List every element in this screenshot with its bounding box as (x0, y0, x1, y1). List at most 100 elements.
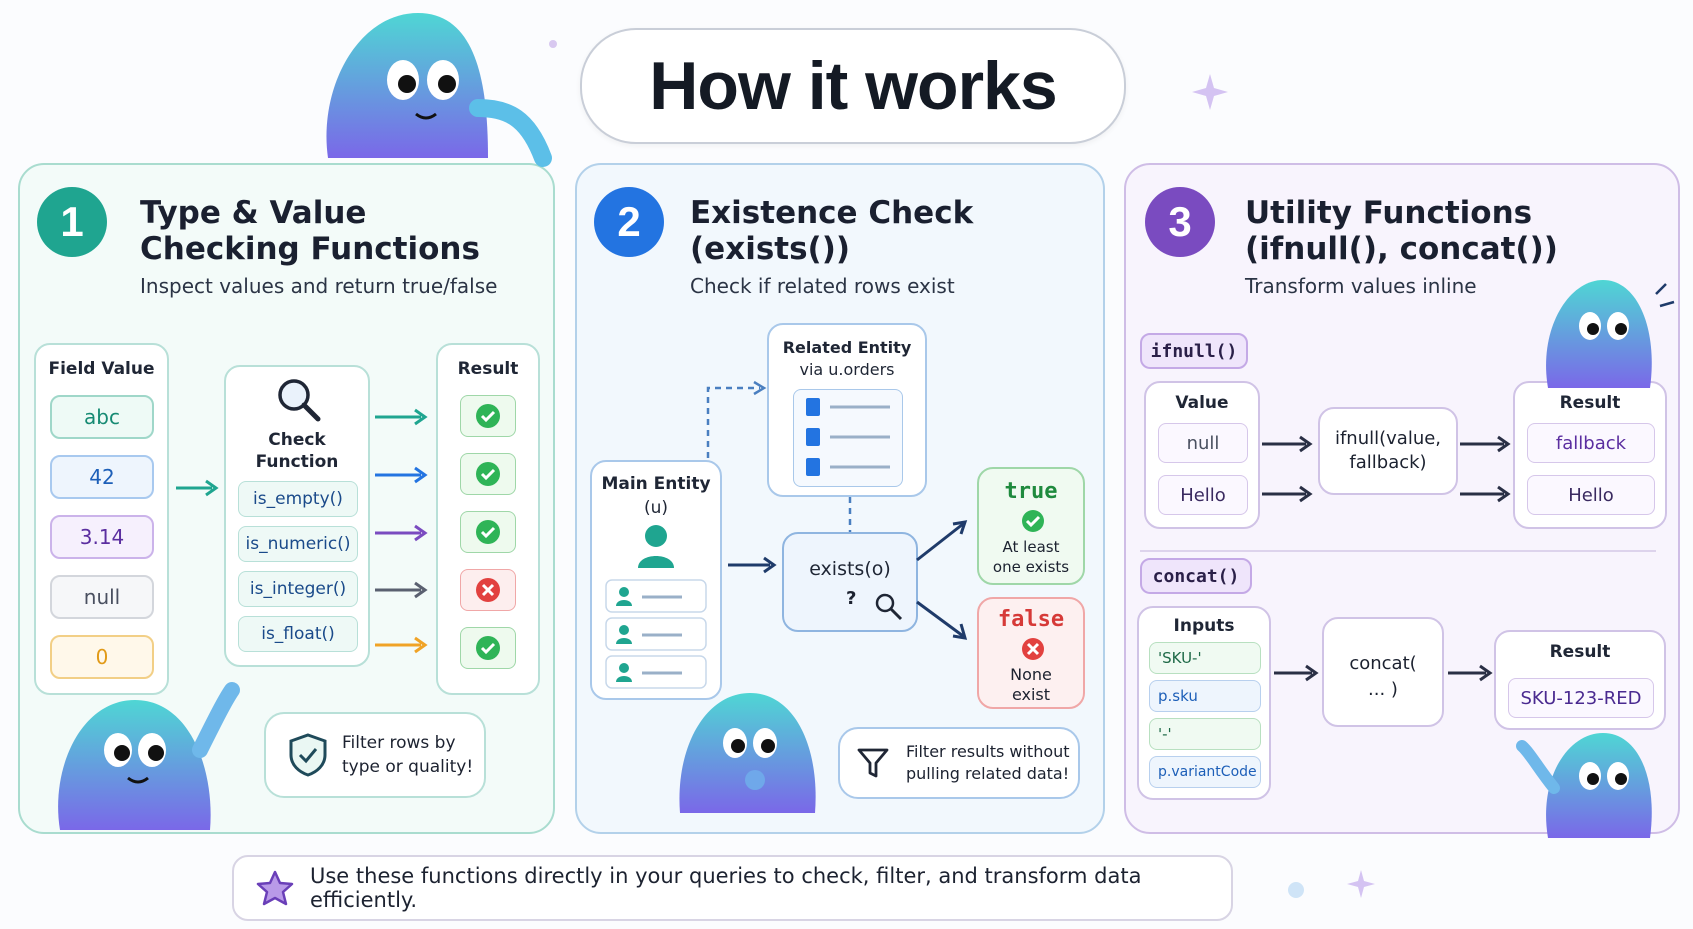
section3-subtitle: Transform values inline (1245, 274, 1477, 298)
order-list (793, 389, 903, 487)
inputs-label: Inputs (1173, 616, 1235, 636)
arrow-right-icon (1274, 664, 1319, 682)
mascot-blob (326, 13, 552, 167)
value-chip: 3.14 (50, 515, 154, 559)
main-entity-box: Main Entity(u) (590, 460, 722, 700)
result-chip: SKU-123-RED (1508, 678, 1654, 718)
section-divider (1140, 550, 1656, 552)
section2-heading: Existence Check (exists()) (690, 195, 974, 267)
sparkle-icon (1192, 74, 1228, 110)
mascot-blob (679, 693, 816, 813)
section1-subtitle: Inspect values and return true/false (140, 274, 498, 298)
value-chip: null (1158, 423, 1248, 463)
footer-text: Use these functions directly in your que… (310, 864, 1142, 912)
result-true (460, 453, 516, 495)
decorative-dot (1288, 882, 1304, 898)
arrow-right-icon (1262, 435, 1313, 503)
arrow-right-icon (1460, 435, 1511, 503)
result-label: Result (1549, 642, 1611, 662)
check-circle-icon (476, 404, 500, 428)
cross-circle-icon (476, 578, 500, 602)
filter-icon (857, 748, 889, 778)
result-label: Result (457, 359, 519, 379)
decorative-dot (549, 40, 557, 48)
function-is-integer: is_integer() (238, 571, 358, 607)
ifnull-value-box: Value null Hello (1144, 381, 1260, 529)
result-chip: Hello (1527, 475, 1655, 515)
arrow-right-icon (176, 479, 219, 497)
mascot-blob (58, 682, 240, 830)
step-number-3: 3 (1145, 187, 1215, 257)
ifnull-function-label: ifnull(value,fallback) (1334, 428, 1442, 473)
mascot-blob (1516, 733, 1652, 838)
magnifier-icon (278, 379, 321, 422)
exists-function-box: exists(o) ? (782, 532, 918, 632)
check-circle-icon (476, 462, 500, 486)
cross-circle-icon (1022, 638, 1044, 660)
user-row-icons (605, 579, 707, 689)
branch-arrows (916, 520, 968, 640)
section2-subtitle: Check if related rows exist (690, 274, 955, 298)
user-icon (638, 525, 674, 568)
check-circle-icon (476, 520, 500, 544)
input-chip: '-' (1149, 718, 1261, 750)
footer-tip: Use these functions directly in your que… (232, 855, 1233, 921)
result-column: Result (436, 343, 540, 695)
mascot-blob (1546, 280, 1675, 388)
result-true (460, 395, 516, 437)
field-value-label: Field Value (48, 359, 155, 379)
result-false (460, 569, 516, 611)
dashed-connector (706, 380, 767, 458)
result-true (460, 627, 516, 669)
document-list-icon (806, 398, 890, 476)
step-number-1: 1 (37, 187, 107, 257)
dashed-connector (848, 497, 852, 532)
function-is-empty: is_empty() (238, 481, 358, 517)
check-circle-icon (476, 636, 500, 660)
result-label: Result (1559, 393, 1621, 413)
exists-label: exists(o) (809, 558, 891, 580)
input-chip: 'SKU-' (1149, 642, 1261, 674)
true-label: true (1004, 479, 1058, 504)
value-chip: Hello (1158, 475, 1248, 515)
field-value-column: Field Value abc 42 3.14 null 0 (34, 343, 169, 695)
page-title: How it works (649, 48, 1057, 124)
check-circle-icon (1022, 510, 1044, 532)
concat-result-box: Result SKU-123-RED (1494, 630, 1666, 730)
magnifier-icon (875, 593, 903, 621)
ifnull-tag: ifnull() (1140, 333, 1248, 369)
function-is-float: is_float() (238, 616, 358, 652)
ifnull-function-box: ifnull(value,fallback) (1318, 407, 1458, 495)
value-chip: 42 (50, 455, 154, 499)
concat-function-box: concat(... ) (1322, 617, 1444, 727)
user-rows (605, 579, 707, 690)
result-chip: fallback (1527, 423, 1655, 463)
input-chip: p.sku (1149, 680, 1261, 712)
sparkle-icon (1347, 870, 1375, 898)
function-is-numeric: is_numeric() (238, 526, 358, 562)
question-mark: ? (846, 588, 857, 609)
value-chip: null (50, 575, 154, 619)
step-number-2: 2 (594, 187, 664, 257)
shield-check-icon (289, 733, 327, 777)
value-label: Value (1175, 393, 1229, 413)
input-chip: p.variantCode (1149, 756, 1261, 788)
section3-heading: Utility Functions (ifnull(), concat()) (1245, 195, 1558, 267)
result-arrows (375, 408, 428, 654)
result-true (460, 511, 516, 553)
concat-function-label: concat(... ) (1349, 653, 1417, 700)
value-chip: abc (50, 395, 154, 439)
section1-heading: Type & Value Checking Functions (140, 195, 480, 267)
ifnull-result-box: Result fallback Hello (1513, 381, 1667, 529)
